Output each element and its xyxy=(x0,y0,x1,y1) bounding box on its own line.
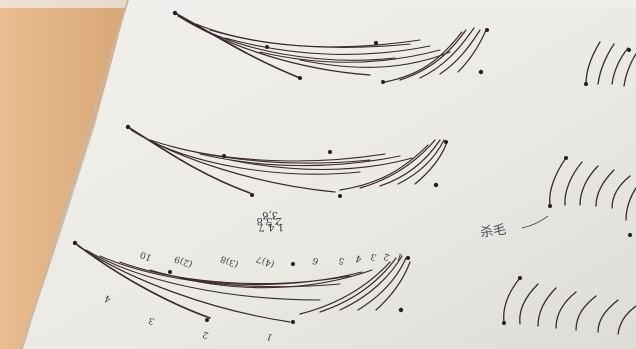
right-eyebrow-middle xyxy=(549,157,636,221)
right-eyebrow-top xyxy=(585,41,636,87)
top-light-band xyxy=(0,0,636,8)
row3-low-2: 2 xyxy=(201,328,210,339)
middle-note: 1,4,7 2,5,8 3,6 xyxy=(257,209,284,232)
row3-num-1: 1 xyxy=(395,250,404,261)
row3-num-5: 5 xyxy=(337,254,346,265)
side-note-arrow xyxy=(521,215,549,229)
row3-low-1: 1 xyxy=(265,330,274,341)
eyebrow-sketch-2 xyxy=(127,126,448,194)
side-note: 杀毛 xyxy=(479,223,507,241)
row3-num-4: 4 xyxy=(354,252,363,263)
right-dots xyxy=(502,48,632,325)
eyebrow-2-dots xyxy=(125,124,448,198)
eyebrow-3-dots xyxy=(72,240,410,324)
row3-num-6: 6 xyxy=(311,254,320,265)
middle-note-line3: 3,6 xyxy=(262,209,278,220)
row3-low-3: 3 xyxy=(147,314,156,325)
eyebrow-1-dots xyxy=(172,10,489,84)
row3-low-4: 4 xyxy=(103,292,112,303)
row3-num-3: 3 xyxy=(369,250,378,261)
row3-num-10: 10 xyxy=(139,249,153,262)
eyebrow-sketch-3 xyxy=(74,242,411,323)
middle-note-line2: 2,5,8 xyxy=(257,215,282,226)
row3-num-2: 2 xyxy=(382,250,391,261)
row3-lower-numbers: 4 3 2 1 xyxy=(103,292,274,341)
middle-note-line1: 1,4,7 xyxy=(259,221,284,232)
right-eyebrow-bottom xyxy=(503,277,636,335)
paper-edge-line xyxy=(21,0,129,349)
wood-edge xyxy=(0,0,130,349)
eyebrow-sketch-1 xyxy=(174,12,487,83)
